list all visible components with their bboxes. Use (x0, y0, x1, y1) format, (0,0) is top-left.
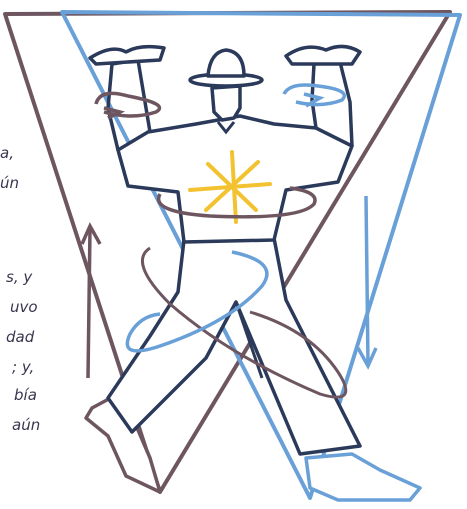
down-arrow-shaft (366, 196, 368, 364)
right-hand (286, 46, 360, 64)
left-hand (90, 47, 164, 64)
text-fragment: aún (12, 416, 40, 434)
text-fragment: ; y, (12, 358, 34, 376)
text-fragment: a, (0, 144, 14, 162)
head (212, 86, 240, 120)
up-arrow-shaft (88, 228, 90, 378)
hat-crown (208, 50, 244, 76)
text-fragment: uvo (10, 298, 38, 316)
text-fragment: s, y (6, 268, 32, 286)
text-fragment: dad (6, 328, 34, 346)
text-fragment: bía (14, 386, 37, 404)
text-fragment: ún (0, 174, 19, 192)
right-boot (306, 454, 420, 500)
